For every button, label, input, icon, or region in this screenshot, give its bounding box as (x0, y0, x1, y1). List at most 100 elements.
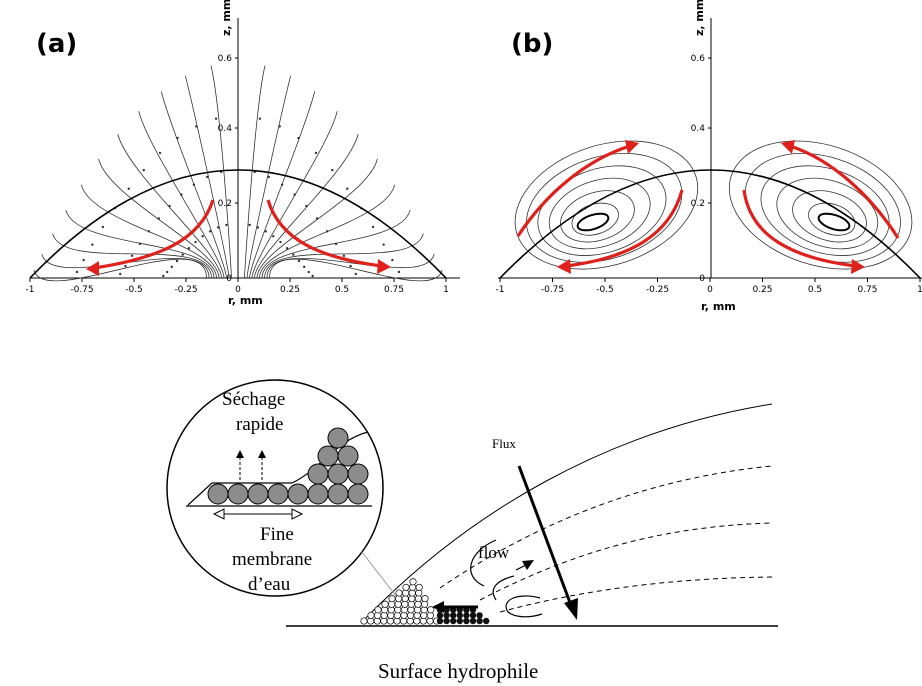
panel-a-r-axis-title: r, mm (228, 294, 263, 307)
r-tick-label: 0 (707, 285, 713, 295)
inset-particle (307, 483, 329, 505)
streamline-marker (168, 204, 171, 208)
streamline-marker (342, 254, 346, 257)
streamline-marker (315, 217, 319, 220)
r-tick-label: 1 (443, 285, 449, 295)
streamline-marker (371, 225, 375, 229)
streamline (117, 134, 222, 279)
inset-particle (227, 483, 249, 505)
streamline (264, 233, 424, 279)
panel-b-red-arrow-interface-right (789, 144, 900, 239)
streamline (249, 91, 316, 279)
panel-b-red-arrow-bottom-left (565, 189, 684, 268)
streamline-marker (272, 235, 275, 238)
streamline-marker (205, 175, 209, 179)
inset-particle (327, 483, 349, 505)
r-tick-label: 1 (917, 285, 922, 295)
streamline-marker (349, 264, 352, 268)
streamline-marker (82, 258, 85, 262)
inset-title-line2: rapide (236, 414, 283, 435)
vortex-core (817, 212, 851, 232)
flow-line-dashed-1 (439, 465, 773, 589)
recirculation-loop (776, 177, 879, 250)
recirculation-loop (560, 190, 635, 243)
streamline (33, 258, 207, 282)
panel-a-z-axis-title: z, mm (220, 0, 233, 36)
inset-particle (287, 483, 309, 505)
panel-b-droplet-interface (499, 169, 921, 279)
panel-b-red-arrowhead-interface-left (625, 140, 639, 154)
inset-connector-line (361, 551, 397, 597)
panel-a-red-arrowhead-left (86, 261, 99, 276)
inset-particle (347, 463, 369, 485)
deposited-particle (443, 617, 450, 625)
r-tick-label: -0.5 (596, 285, 614, 295)
r-tick-label: 0.25 (752, 285, 772, 295)
flow-line-dashed-2 (479, 522, 773, 601)
deposited-particle (469, 617, 477, 625)
streamline-marker (258, 117, 262, 120)
flow-arrow-curve-1 (470, 539, 497, 587)
streamline-marker (307, 270, 310, 274)
pile-arrowhead (432, 601, 444, 613)
particle (381, 600, 389, 608)
streamline-marker (127, 187, 130, 190)
inset-caption-line1: Fine (260, 524, 294, 545)
r-tick-label: -1 (26, 285, 35, 295)
r-tick-label: -0.25 (646, 285, 669, 295)
recirculation-loop (792, 190, 867, 243)
r-tick-label: -0.25 (174, 285, 197, 295)
streamline (246, 75, 292, 279)
deposited-particle (436, 612, 444, 619)
streamline-marker (166, 270, 169, 274)
panel-a-droplet-interface (29, 169, 447, 279)
particle (367, 611, 375, 619)
inset-caption-line2: membrane (232, 549, 312, 570)
inset-particle (267, 483, 289, 505)
streamline-marker (297, 136, 300, 140)
streamline (138, 111, 225, 279)
streamline-marker (124, 264, 127, 268)
streamline-marker (278, 125, 281, 128)
evaporation-arrowhead-1 (236, 450, 244, 458)
streamline-marker (175, 259, 179, 263)
streamline-marker (279, 240, 282, 244)
streamline-marker (256, 226, 260, 229)
z-tick-label: 0.6 (691, 54, 706, 64)
particle (421, 595, 429, 603)
panel-b-red-arrowhead-bottom-right (851, 259, 865, 274)
flow-arrow-curve-2 (492, 575, 515, 601)
streamline (244, 65, 266, 279)
inset-particle (327, 427, 349, 449)
flow-arrow-curve-3 (505, 595, 543, 618)
deposited-particle (456, 612, 463, 619)
streamline-marker (391, 258, 394, 262)
inset-particles (207, 427, 369, 505)
streamline-marker (176, 136, 179, 140)
inset-particle (347, 483, 369, 505)
streamline-marker (311, 274, 314, 278)
streamline (251, 111, 338, 279)
flux-arrowhead (564, 598, 578, 620)
streamline-marker (334, 242, 338, 246)
particle (374, 606, 382, 614)
vortex-core (576, 212, 610, 232)
panel-b-label: (b) (511, 29, 553, 59)
streamline-marker (297, 259, 301, 263)
inset-double-arrowhead-left (212, 508, 225, 520)
deposited-particle (463, 612, 470, 619)
deposited-particle (450, 617, 457, 625)
deposited-particle (463, 617, 470, 625)
streamline-marker (397, 270, 401, 274)
streamline-marker (264, 230, 268, 233)
inset-particle (307, 463, 329, 485)
streamline (210, 65, 232, 279)
deposited-particle (456, 617, 463, 625)
deposited-particle (450, 612, 457, 619)
streamline-marker (214, 117, 218, 120)
deposited-particle (476, 617, 483, 625)
